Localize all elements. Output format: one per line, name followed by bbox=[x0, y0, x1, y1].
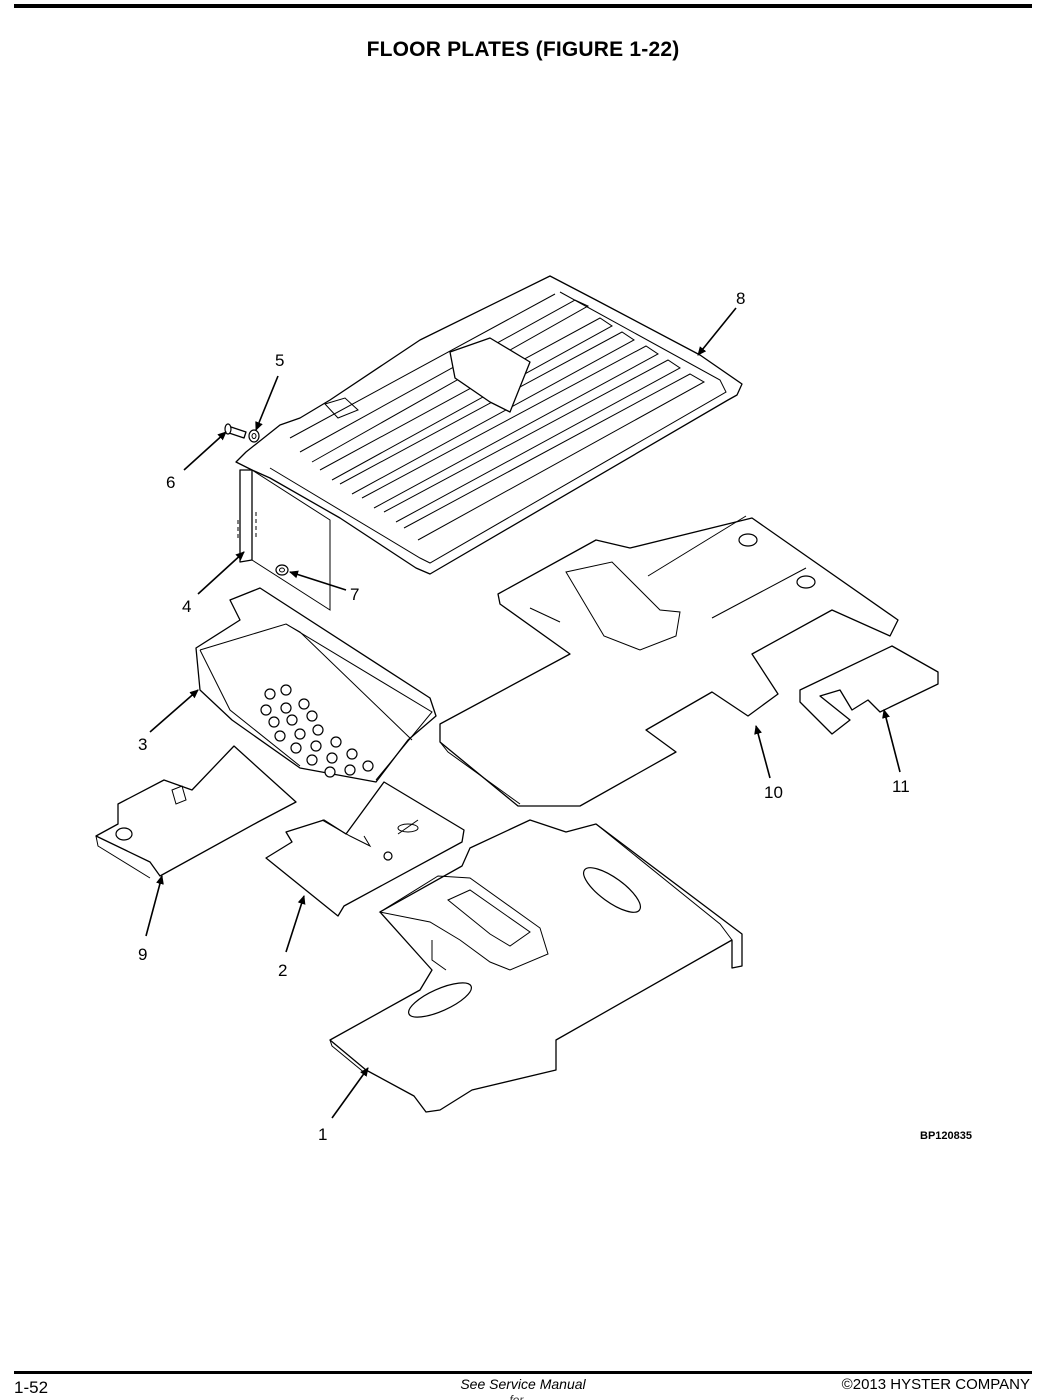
part-3-tray bbox=[195, 587, 437, 783]
part-8-floor-mat bbox=[235, 275, 743, 611]
bottom-rule bbox=[14, 1371, 1032, 1374]
part-2-plate bbox=[265, 781, 465, 917]
callout-6: 6 bbox=[166, 473, 175, 492]
grate-holes bbox=[260, 684, 374, 778]
part-6-screw bbox=[224, 423, 247, 439]
part-11-plate bbox=[799, 645, 939, 735]
part-10-floor-plate bbox=[439, 515, 899, 807]
callout-8: 8 bbox=[736, 289, 745, 308]
callout-7: 7 bbox=[350, 585, 359, 604]
callout-5: 5 bbox=[275, 351, 284, 370]
callout-2: 2 bbox=[278, 961, 287, 980]
callout-leaders bbox=[145, 307, 901, 1119]
callout-1: 1 bbox=[318, 1125, 327, 1144]
callout-3: 3 bbox=[138, 735, 147, 754]
page-number: 1-52 bbox=[14, 1378, 49, 1397]
figure-id: BP120835 bbox=[920, 1130, 972, 1142]
callout-9: 9 bbox=[138, 945, 147, 964]
part-5-washer bbox=[248, 429, 260, 443]
part-7-nut bbox=[275, 564, 289, 576]
callout-11: 11 bbox=[892, 777, 910, 796]
part-1-plate bbox=[329, 819, 743, 1113]
part-9-plate bbox=[95, 745, 297, 879]
top-rule bbox=[14, 4, 1032, 8]
callout-4: 4 bbox=[182, 597, 191, 616]
copyright: ©2013 HYSTER COMPANY bbox=[841, 1376, 1030, 1393]
callout-labels: 8 5 6 4 7 3 10 11 9 2 1 BP120835 bbox=[138, 289, 972, 1144]
footer-note-sub: for ... bbox=[509, 1393, 537, 1400]
page-title: FLOOR PLATES (FIGURE 1-22) bbox=[366, 38, 680, 61]
callout-10: 10 bbox=[764, 783, 783, 802]
footer-note: See Service Manual bbox=[460, 1376, 586, 1392]
